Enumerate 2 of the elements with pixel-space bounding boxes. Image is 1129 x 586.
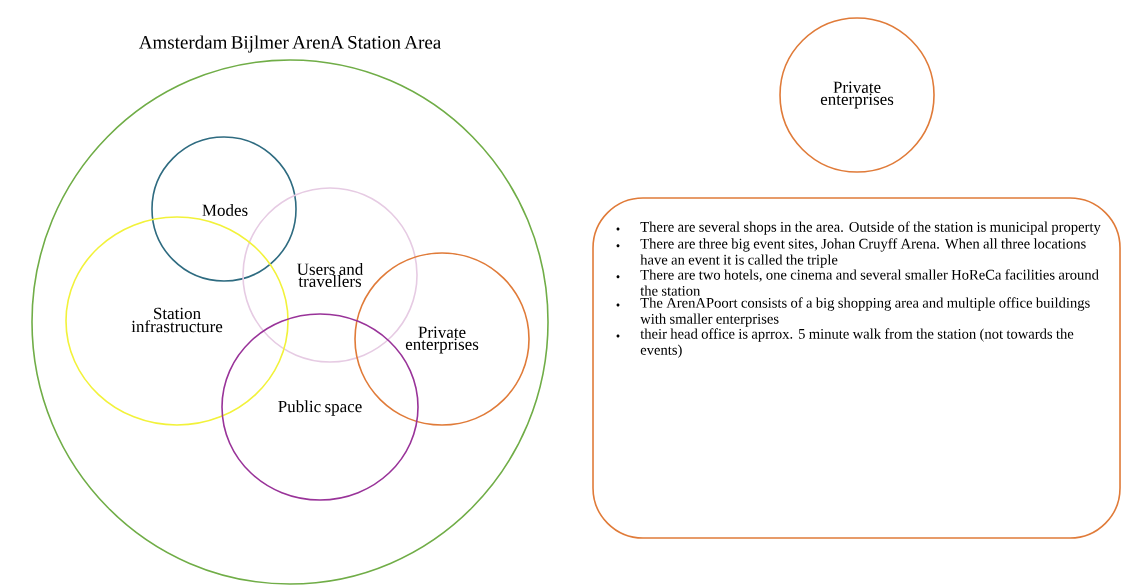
list-box: There are several shops in the area. Outside of the station is municipal property There are three big event sites, Johan Cruyff Arena. When all three locations have an event it is called the triple There are two hotels, one cinema and several smaller HoReCa facilities around the station The ArenAPoort consists of a big shopping area and multiple office buildings with smaller enterprises their head office is aprrox. 5 minute walk from the station (not towards the events) bbox=[592, 197, 1121, 539]
node-label: Amsterdam Bijlmer ArenA Station Area bbox=[138, 35, 441, 53]
